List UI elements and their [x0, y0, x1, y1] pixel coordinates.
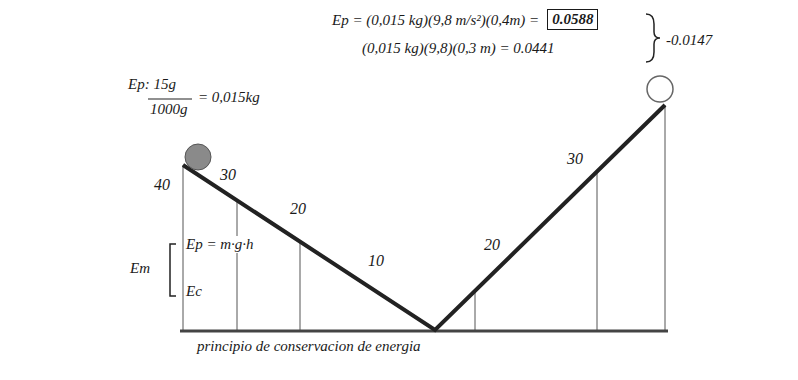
handwritten-note: principio de conservacion de energia [195, 338, 423, 355]
result-box: 0.0588 [547, 9, 598, 30]
handwritten-note: (0,015 kg)(9,8)(0,3 m) = 0.0441 [360, 40, 557, 57]
handwritten-note: Ep = (0,015 kg)(9,8 m/s²)(0,4m) = [330, 12, 541, 29]
handwritten-note: Em [128, 260, 152, 277]
handwritten-note: Ep = m·g·h [184, 236, 256, 253]
ground-line [180, 330, 668, 333]
height-number: 10 [366, 252, 386, 270]
ball-outline [647, 76, 673, 102]
handwritten-note: -0.0147 [664, 32, 714, 49]
height-number: 30 [218, 166, 238, 184]
height-line [300, 242, 301, 330]
height-number: 40 [152, 176, 172, 194]
height-number: 20 [482, 236, 502, 254]
brace [646, 14, 660, 62]
v-track [183, 105, 665, 330]
handwritten-note: Ec [184, 283, 204, 300]
height-number: 30 [565, 150, 585, 168]
handwritten-note: = 0,015kg [196, 89, 262, 106]
ball [185, 144, 211, 170]
bracket [170, 244, 176, 296]
height-line [475, 291, 476, 330]
handwritten-note: Ep: 15g [126, 76, 178, 93]
result-value: 0.0588 [552, 11, 593, 28]
height-number: 20 [288, 200, 308, 218]
fraction-bar [148, 98, 192, 99]
frame-line [665, 105, 666, 330]
height-line [597, 172, 598, 330]
handwritten-note: 1000g [148, 101, 190, 118]
height-line [237, 200, 238, 330]
